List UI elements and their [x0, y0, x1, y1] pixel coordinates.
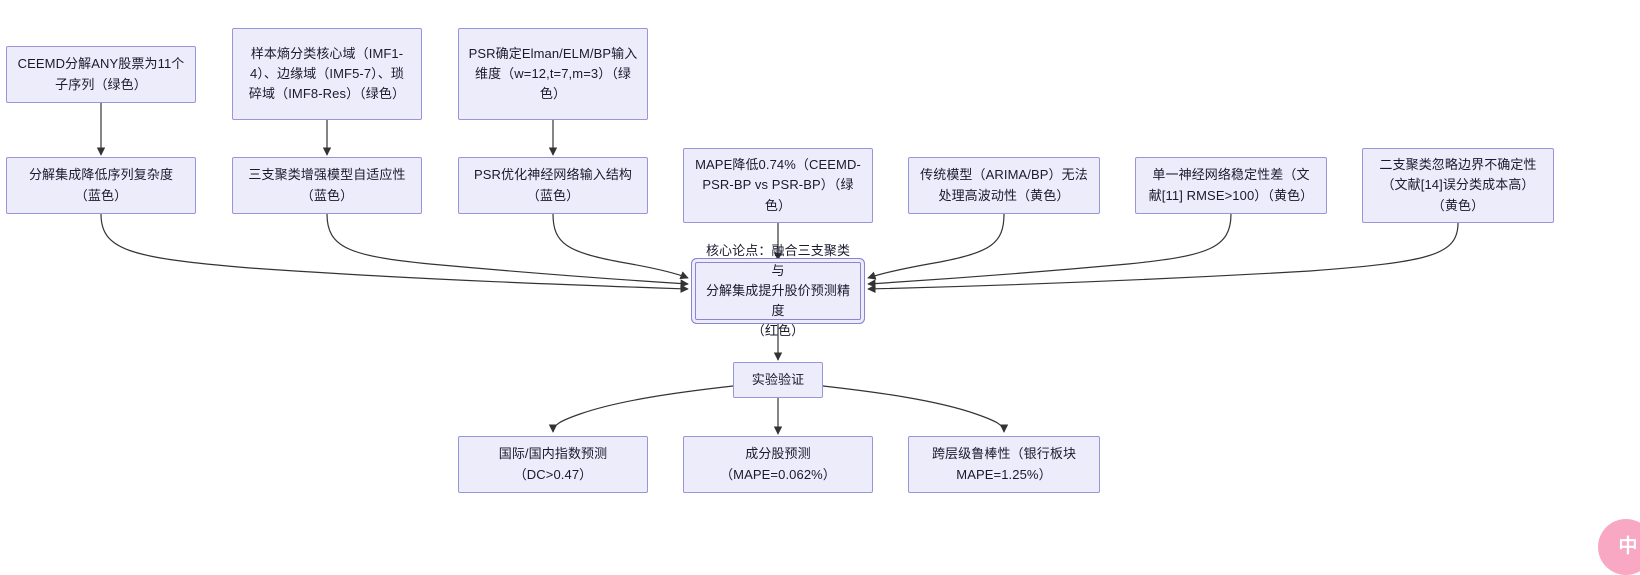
edge-n11-n14: [822, 385, 1009, 433]
watermark-badge: 中: [1598, 519, 1640, 575]
node-label: 二支聚类忽略边界不确定性 （文献[14]误分类成本高） （黄色）: [1379, 157, 1537, 213]
node-label: 实验验证: [751, 371, 805, 387]
node-label: 三支聚类增强模型自适应性 （蓝色）: [248, 167, 406, 203]
node-label: PSR优化神经网络输入结构 （蓝色）: [473, 167, 633, 203]
edge-n4-core: [100, 213, 689, 293]
node-decomposition-reduces-complexity[interactable]: 分解集成降低序列复杂度 （蓝色）: [6, 157, 196, 214]
node-label: PSR确定Elman/ELM/BP输入 维度（w=12,t=7,m=3）（绿 色…: [468, 45, 638, 102]
node-psr-optimizes-network[interactable]: PSR优化神经网络输入结构 （蓝色）: [458, 157, 648, 214]
node-label: 成分股预测 （MAPE=0.062%）: [720, 446, 836, 482]
node-label: 跨层级鲁棒性（银行板块 MAPE=1.25%）: [931, 446, 1077, 482]
edge-n9-core: [867, 213, 1232, 288]
node-ceemd-decomposition[interactable]: CEEMD分解ANY股票为11个 子序列（绿色）: [6, 46, 196, 103]
node-label: 分解集成降低序列复杂度 （蓝色）: [28, 167, 174, 203]
edge-n8-core: [867, 213, 1005, 280]
node-label: 单一神经网络稳定性差（文 献[11] RMSE>100）（黄色）: [1148, 167, 1314, 203]
node-cross-level-robustness-result[interactable]: 跨层级鲁棒性（银行板块 MAPE=1.25%）: [908, 436, 1100, 493]
node-label: CEEMD分解ANY股票为11个 子序列（绿色）: [17, 56, 185, 92]
watermark-label: 中: [1618, 535, 1638, 557]
node-three-way-clustering-adaptivity[interactable]: 三支聚类增强模型自适应性 （蓝色）: [232, 157, 422, 214]
edge-n10-core: [867, 222, 1459, 294]
node-experimental-validation[interactable]: 实验验证: [733, 362, 823, 398]
edge-n5-core: [326, 213, 689, 288]
node-label: MAPE降低0.74%（CEEMD- PSR-BP vs PSR-BP）（绿 色…: [695, 157, 861, 213]
node-constituent-stock-result[interactable]: 成分股预测 （MAPE=0.062%）: [683, 436, 873, 493]
node-traditional-models-limitation[interactable]: 传统模型（ARIMA/BP）无法 处理高波动性（黄色）: [908, 157, 1100, 214]
node-two-way-clustering-limitation[interactable]: 二支聚类忽略边界不确定性 （文献[14]误分类成本高） （黄色）: [1362, 148, 1554, 223]
edge-n6-core: [552, 213, 689, 280]
node-core-claim[interactable]: 核心论点：融合三支聚类与 分解集成提升股价预测精度 （红色）: [695, 243, 861, 338]
edge-n11-n12: [548, 385, 734, 433]
node-index-prediction-result[interactable]: 国际/国内指数预测 （DC>0.47）: [458, 436, 648, 493]
node-label: 国际/国内指数预测 （DC>0.47）: [498, 446, 608, 482]
node-single-network-instability[interactable]: 单一神经网络稳定性差（文 献[11] RMSE>100）（黄色）: [1135, 157, 1327, 214]
node-mape-improvement[interactable]: MAPE降低0.74%（CEEMD- PSR-BP vs PSR-BP）（绿 色…: [683, 148, 873, 223]
node-label: 样本熵分类核心域（IMF1- 4）、边缘域（IMF5-7）、琐 碎域（IMF8-…: [248, 45, 406, 102]
node-sample-entropy-domains[interactable]: 样本熵分类核心域（IMF1- 4）、边缘域（IMF5-7）、琐 碎域（IMF8-…: [232, 28, 422, 120]
node-label: 核心论点：融合三支聚类与 分解集成提升股价预测精度 （红色）: [705, 242, 851, 339]
node-psr-input-dimension[interactable]: PSR确定Elman/ELM/BP输入 维度（w=12,t=7,m=3）（绿 色…: [458, 28, 648, 120]
node-label: 传统模型（ARIMA/BP）无法 处理高波动性（黄色）: [920, 167, 1088, 203]
